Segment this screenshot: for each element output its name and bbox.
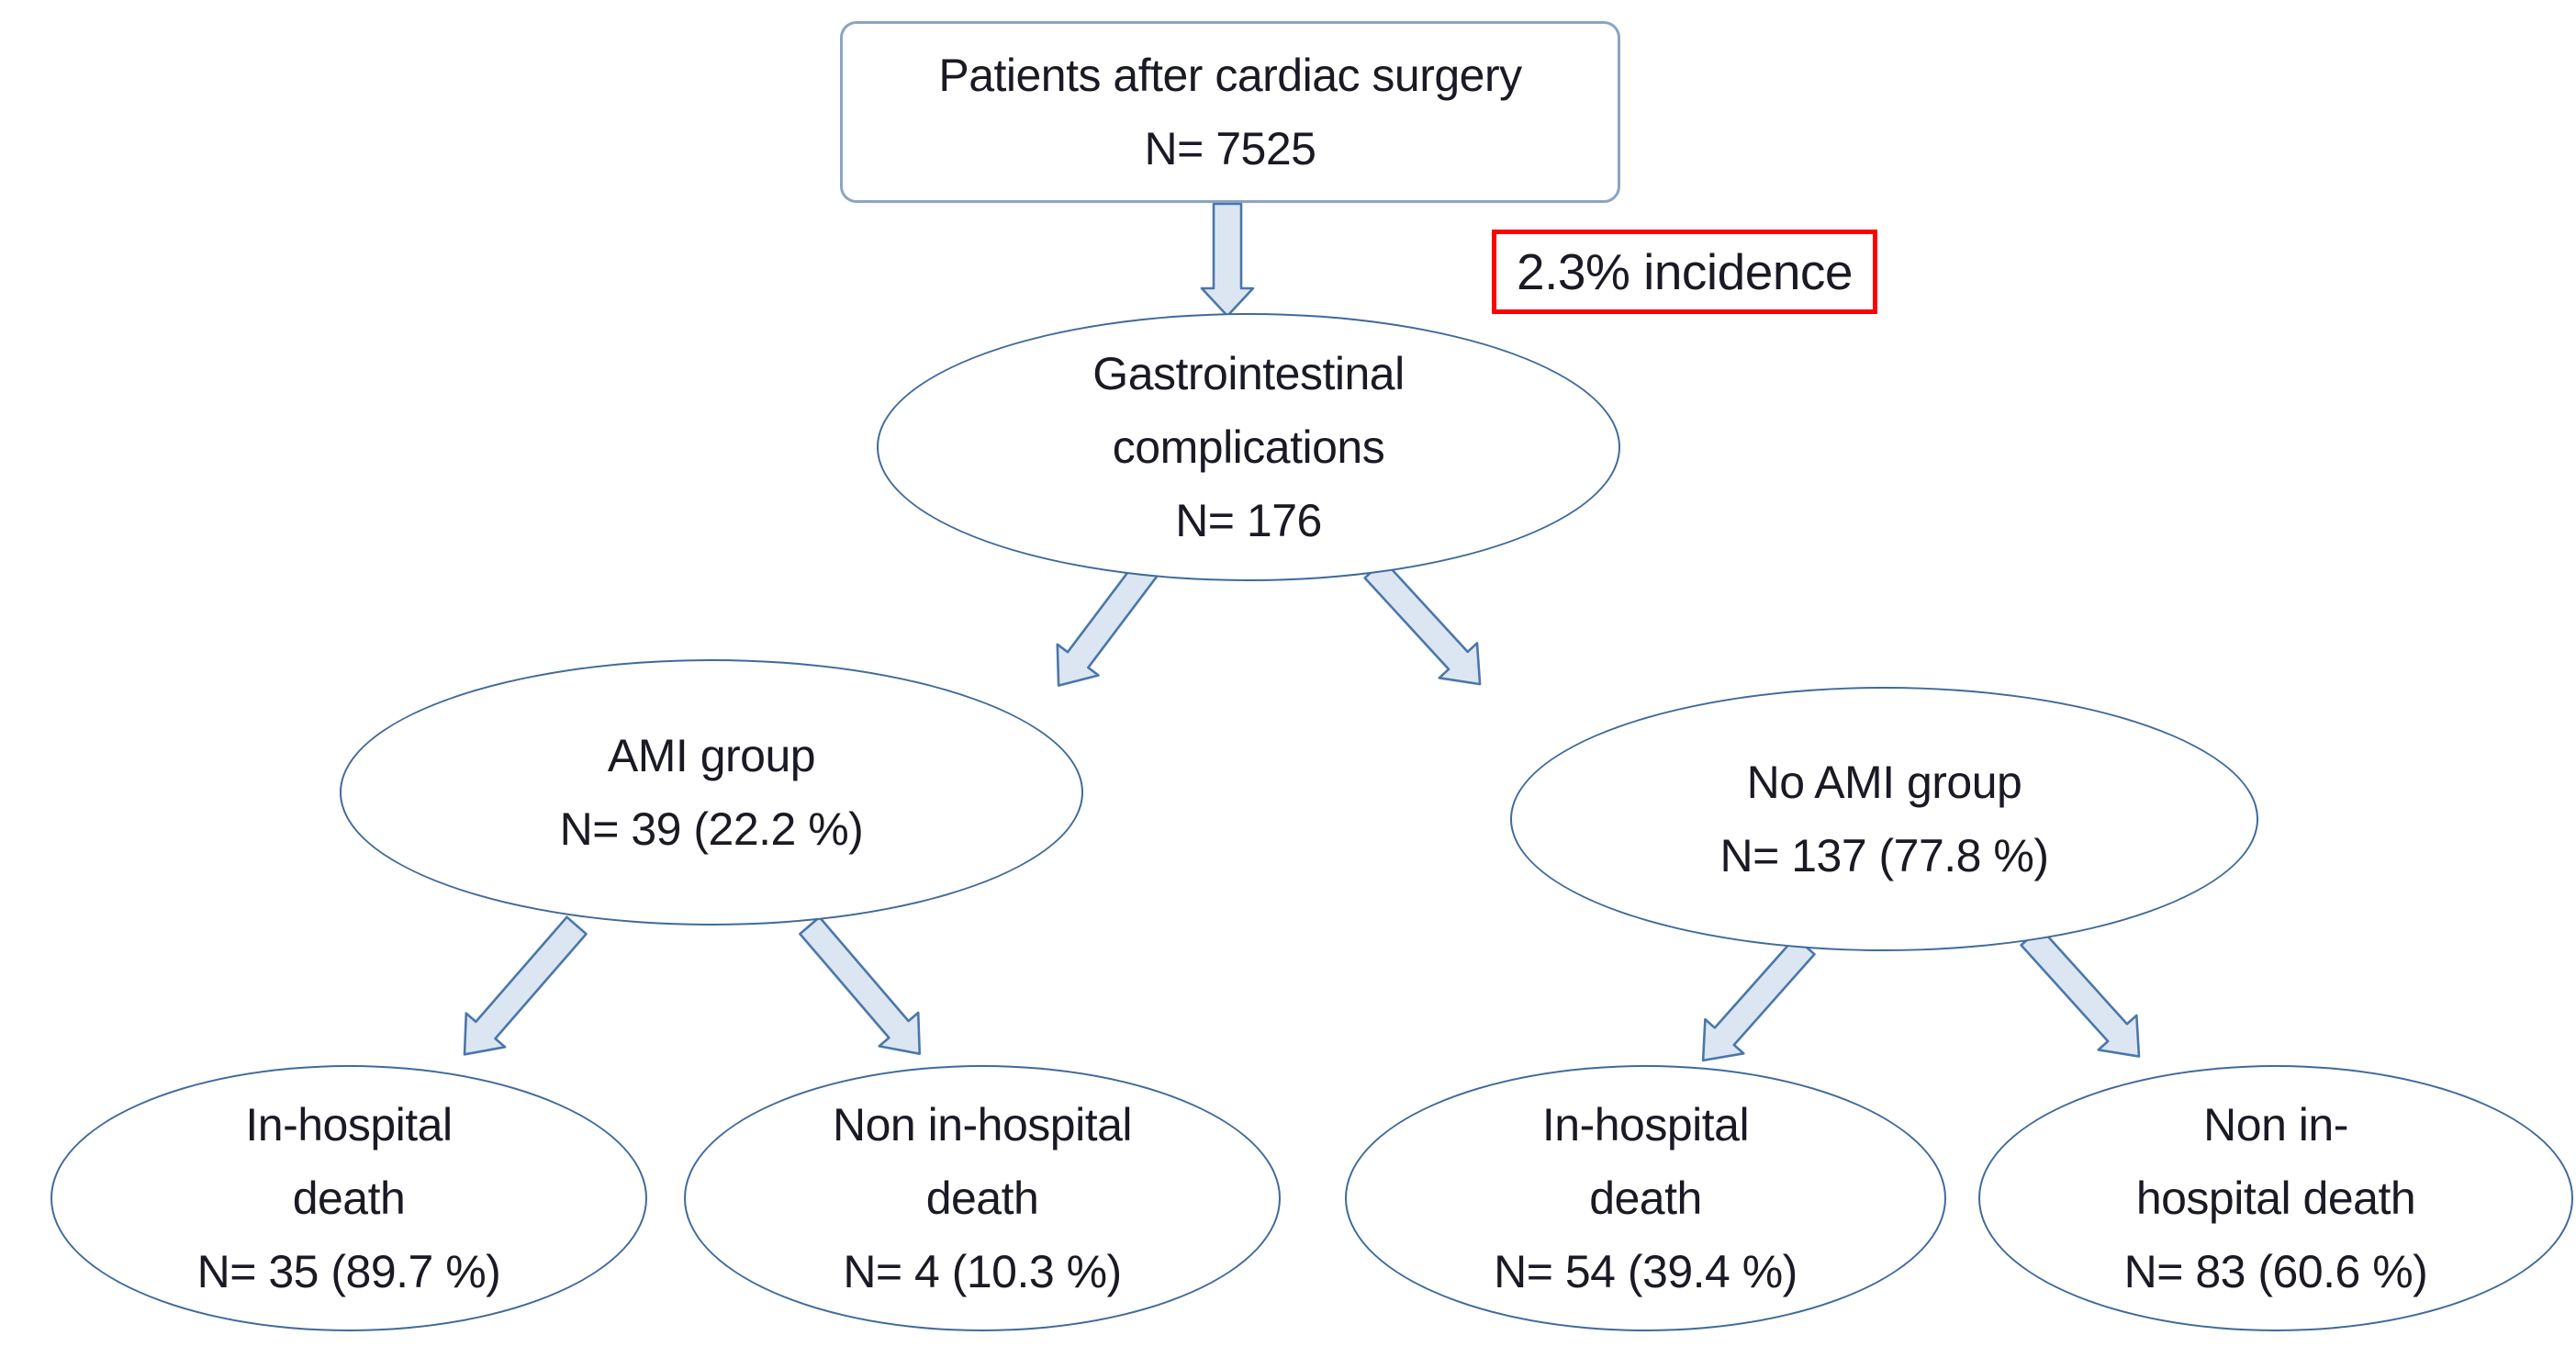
node-text: In-hospital [1541,1099,1750,1150]
node-count: N= 176 [1175,495,1322,546]
node-ami-in-hospital-death: In-hospital death N= 35 (89.7 %) [50,1065,647,1331]
node-count: N= 137 (77.8 %) [1719,830,2049,881]
node-text: complications [1112,421,1385,473]
arrow-gi-to-no-ami [1363,559,1482,686]
node-text: hospital death [2135,1173,2416,1224]
arrow-ami-to-in-hospital-death [463,915,588,1056]
node-text: Non in- [2203,1099,2348,1150]
node-count: N= 35 (89.7 %) [196,1246,501,1297]
incidence-callout: 2.3% incidence [1492,230,1877,314]
node-count: N= 54 (39.4 %) [1494,1246,1798,1297]
node-ami-non-in-hospital-death: Non in-hospital death N= 4 (10.3 %) [684,1065,1281,1331]
node-count: N= 83 (60.6 %) [2123,1246,2428,1297]
arrow-root-to-gi [1200,202,1255,318]
node-text: Gastrointestinal [1092,348,1405,399]
node-text: death [1589,1173,1702,1224]
node-count: N= 7525 [1144,123,1316,174]
node-no-ami-group: No AMI group N= 137 (77.8 %) [1510,687,2258,951]
node-no-ami-non-in-hospital-death: Non in- hospital death N= 83 (60.6 %) [1978,1065,2573,1331]
node-text: death [292,1173,406,1224]
node-text: death [925,1173,1039,1224]
node-patients-after-cardiac-surgery: Patients after cardiac surgery N= 7525 [840,21,1620,203]
node-text: AMI group [607,730,816,781]
arrow-no-ami-to-in-hospital-death [1701,936,1816,1062]
node-gastrointestinal-complications: Gastrointestinal complications N= 176 [877,313,1620,581]
arrow-gi-to-ami [1056,558,1159,687]
node-no-ami-in-hospital-death: In-hospital death N= 54 (39.4 %) [1345,1065,1946,1331]
incidence-label: 2.3% incidence [1516,243,1854,300]
arrow-no-ami-to-non-in-hospital-death [2020,926,2141,1058]
node-text: In-hospital [245,1099,453,1150]
node-count: N= 4 (10.3 %) [843,1246,1122,1297]
node-text: No AMI group [1746,757,2022,808]
arrow-ami-to-non-in-hospital-death [799,915,922,1056]
node-ami-group: AMI group N= 39 (22.2 %) [340,659,1083,926]
node-text: Patients after cardiac surgery [938,50,1522,101]
node-count: N= 39 (22.2 %) [559,803,864,855]
node-text: Non in-hospital [832,1099,1133,1150]
